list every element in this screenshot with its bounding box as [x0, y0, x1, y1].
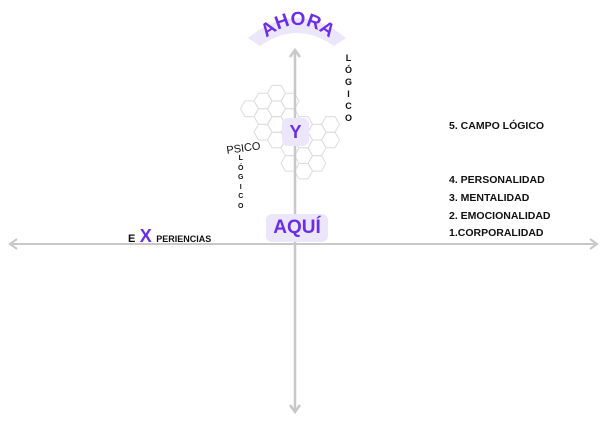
- field-item: 4. PERSONALIDAD: [449, 174, 545, 186]
- field-item: 2. EMOCIONALIDAD: [449, 210, 551, 222]
- x-label-suffix: PERIENCIAS: [156, 234, 212, 244]
- field-item: 3. MENTALIDAD: [449, 192, 530, 204]
- letter: G: [238, 174, 244, 181]
- letter: C: [345, 101, 352, 111]
- letter: O: [345, 113, 353, 123]
- letter: Ó: [238, 164, 244, 172]
- aqui-label: AQUÍ: [273, 217, 321, 238]
- x-label-prefix: E: [128, 233, 136, 245]
- y-label: Y: [289, 121, 302, 142]
- campo-logico-label: 5. CAMPO LÓGICO: [449, 120, 545, 132]
- origin-badge: AQUÍ: [266, 214, 328, 242]
- letter: Ó: [345, 65, 353, 75]
- y-axis-bottom-arrow: [288, 404, 302, 415]
- y-axis-badge: Y: [282, 118, 309, 146]
- letter: C: [238, 193, 244, 200]
- x-axis-right-arrow: [589, 238, 599, 250]
- letter: I: [239, 183, 242, 191]
- hexagon: [320, 116, 341, 133]
- letter: L: [238, 155, 243, 162]
- letter: L: [345, 53, 352, 63]
- letter: I: [347, 89, 350, 99]
- psico-label: PSICO: [226, 140, 262, 157]
- x-axis-left-arrow: [8, 238, 18, 250]
- letter: O: [238, 202, 244, 210]
- hexagon: [320, 131, 341, 149]
- x-label-letter: X: [139, 226, 152, 246]
- letter: G: [345, 77, 353, 87]
- ahora-label: AHORA: [257, 9, 339, 42]
- x-axis-label: E X PERIENCIAS: [128, 226, 211, 247]
- hexagon: [293, 162, 314, 180]
- field-item: 1.CORPORALIDAD: [449, 227, 544, 239]
- y-axis-top-arrow: [288, 47, 302, 58]
- ahora-arc-badge: [248, 18, 346, 46]
